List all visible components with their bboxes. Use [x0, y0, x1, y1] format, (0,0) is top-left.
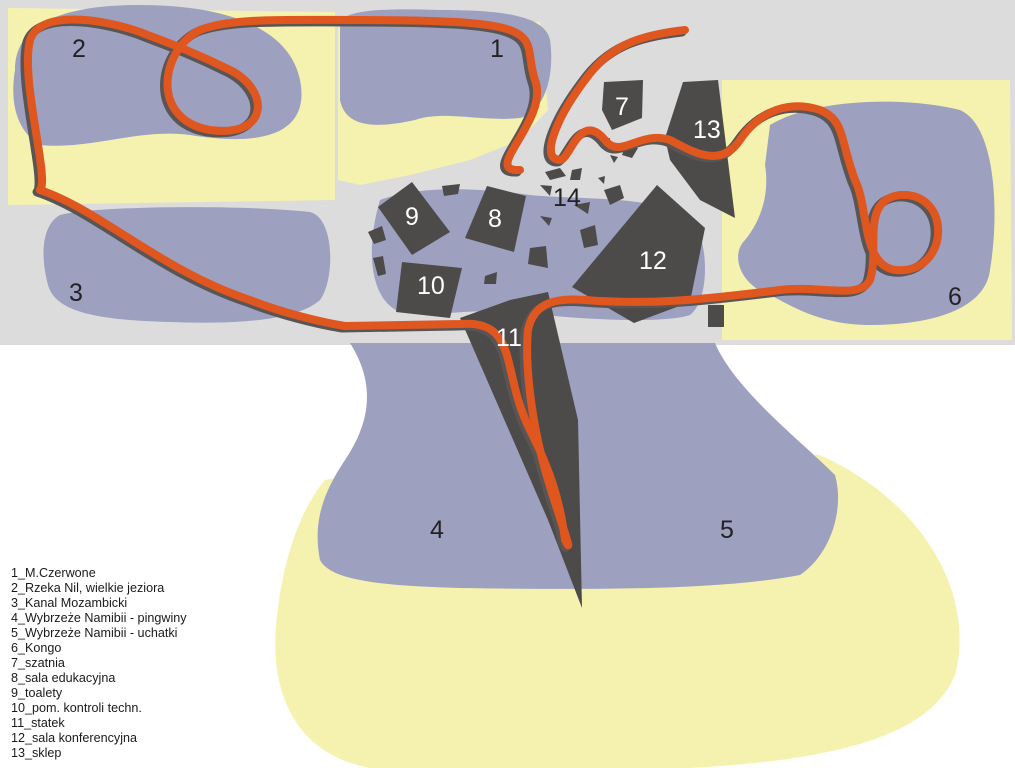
legend-item: 9_toalety	[11, 686, 63, 700]
building-11-ship	[460, 292, 582, 608]
zone-label-4: 4	[430, 516, 444, 544]
legend-item: 2_Rzeka Nil, wielkie jeziora	[11, 581, 165, 595]
legend-item: 8_sala edukacyjna	[11, 671, 116, 685]
building-7	[602, 80, 643, 130]
legend-item: 12_sala konferencyjna	[11, 731, 138, 745]
building-9	[378, 182, 450, 255]
building-12	[572, 185, 705, 323]
zone-label-13: 13	[693, 116, 721, 144]
building-8	[465, 186, 526, 252]
zone-1-water	[340, 9, 552, 125]
legend-item: 11_statek	[11, 716, 65, 730]
building-13	[665, 80, 735, 218]
legend-item: 3_Kanal Mozambicki	[11, 596, 128, 610]
zone-label-6: 6	[948, 283, 962, 311]
zone-3-water	[43, 207, 331, 323]
legend-item: 10_pom. kontroli techn.	[11, 701, 142, 715]
zone-label-5: 5	[720, 516, 734, 544]
zone-label-10: 10	[417, 272, 445, 300]
legend-item: 4_Wybrzeże Namibii - pingwiny	[11, 611, 187, 625]
zone-label-12: 12	[639, 247, 667, 275]
zone-2-water	[13, 5, 302, 146]
legend: 1_M.Czerwone 2_Rzeka Nil, wielkie jezior…	[11, 566, 187, 761]
zone-label-7: 7	[615, 93, 629, 121]
legend-item: 7_szatnia	[11, 656, 65, 670]
zone-label-3: 3	[69, 279, 83, 307]
zone-label-14: 14	[553, 184, 581, 212]
legend-item: 5_Wybrzeże Namibii - uchatki	[11, 626, 178, 640]
zone-label-8: 8	[488, 205, 502, 233]
legend-item: 13_sklep	[11, 746, 62, 760]
zone-label-2: 2	[72, 35, 86, 63]
zone-14-fragments	[368, 138, 638, 284]
small-block-right	[708, 305, 724, 327]
zone-label-9: 9	[405, 203, 419, 231]
visitor-path	[23, 15, 943, 550]
zone-label-11: 11	[496, 324, 522, 352]
building-10	[396, 262, 462, 318]
legend-item: 6_Kongo	[11, 641, 62, 655]
legend-item: 1_M.Czerwone	[11, 566, 96, 580]
zone-label-1: 1	[490, 35, 504, 63]
